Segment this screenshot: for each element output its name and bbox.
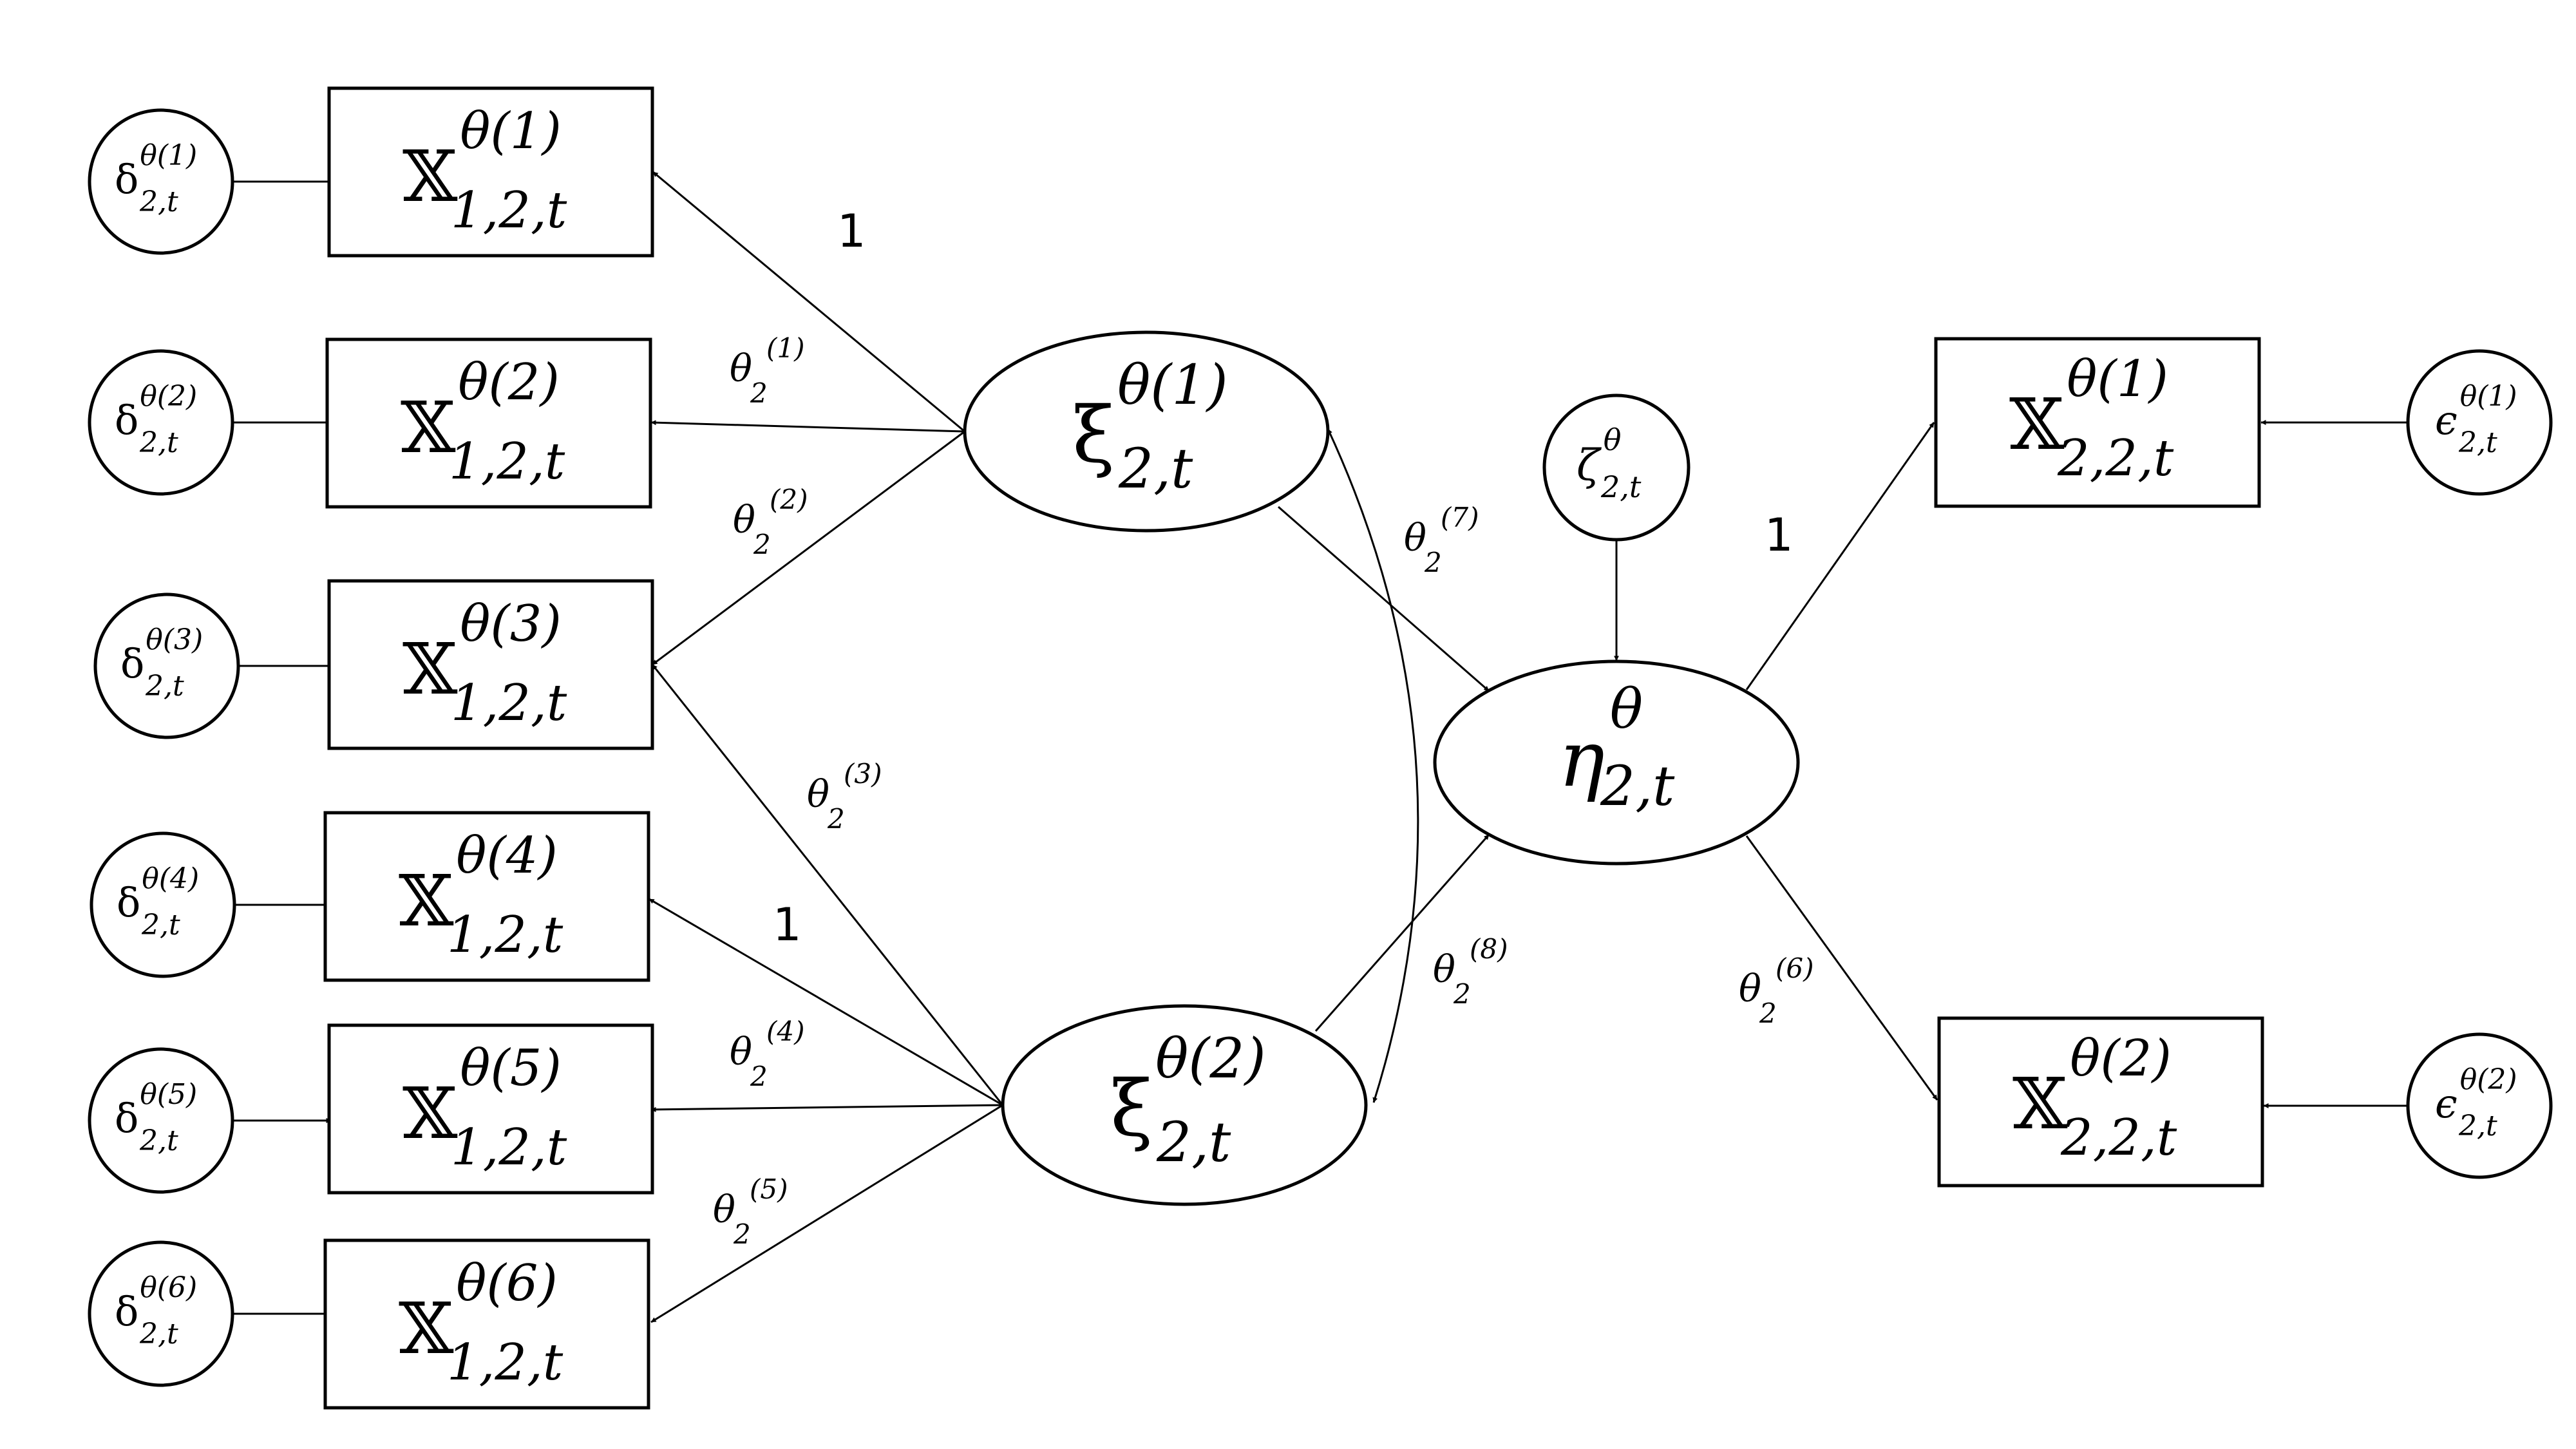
error-eps2-label: ϵθ(2)2,t	[2435, 1063, 2517, 1142]
latent-xi2-label: ξθ(2)2,t	[1110, 1027, 1266, 1175]
indicator-x3-label: 𝕏θ(3)1,2,t	[402, 595, 567, 732]
loading-label-xi1-x1: 1	[837, 205, 866, 258]
indicator-x1-label: 𝕏θ(1)1,2,t	[402, 102, 567, 240]
error-delta3-label: δθ(3)2,t	[120, 623, 203, 703]
error-delta1-label: δθ(1)2,t	[115, 139, 197, 218]
loading-label-eta-y1: 1	[1765, 509, 1794, 562]
loading-label-xi2-x4: 1	[773, 898, 802, 951]
covariance-xi1-xi2	[1327, 428, 1419, 1103]
error-delta5-circle	[88, 1047, 234, 1194]
arrow-xi2-to-x4	[649, 898, 1003, 1106]
arrow-xi1-to-x2	[650, 420, 965, 433]
indicator-y2-box	[1937, 1016, 2264, 1188]
latent-eta-ellipse	[1433, 659, 1800, 866]
error-delta1-circle	[88, 108, 234, 255]
edges	[234, 171, 2408, 1323]
error-delta4-label: δθ(4)2,t	[117, 862, 199, 942]
indicator-y1-label: 𝕏θ(1)2,2,t	[2009, 350, 2174, 488]
indicator-x5-label: 𝕏θ(5)1,2,t	[402, 1039, 567, 1177]
error-delta2-label: δθ(2)2,t	[115, 380, 197, 459]
latent-xi2-ellipse	[1001, 1004, 1368, 1206]
arrow-xi1-to-eta	[1278, 506, 1490, 692]
indicator-x2-box	[325, 337, 652, 509]
indicator-y1-box	[1934, 337, 2261, 508]
indicator-y2-label: 𝕏θ(2)2,2,t	[2012, 1030, 2177, 1167]
nodes	[88, 86, 2553, 1410]
indicator-x1-box	[327, 86, 654, 258]
indicator-x5-box	[327, 1023, 654, 1195]
indicator-x4-box	[323, 811, 650, 982]
arrow-eta-to-y2	[1745, 835, 1938, 1101]
arrow-xi1-to-x1	[652, 171, 965, 433]
indicator-x6-label: 𝕏θ(6)1,2,t	[399, 1255, 564, 1392]
arrow-eta-to-y1	[1745, 422, 1935, 690]
latent-xi1-label: ξθ(1)2,t	[1072, 354, 1228, 501]
arrow-xi2-to-x3	[651, 664, 1004, 1106]
node-labels: 𝕏θ(1)1,2,t 𝕏θ(2)1,2,t 𝕏θ(3)1,2,t 𝕏θ(4)1,…	[115, 102, 2517, 1392]
arrow-xi2-to-x5	[650, 1104, 1003, 1112]
arrow-xi2-to-x6	[650, 1104, 1003, 1323]
disturbance-zeta-circle	[1542, 393, 1690, 542]
error-eps1-circle	[2406, 349, 2553, 496]
indicator-x4-label: 𝕏θ(4)1,2,t	[399, 827, 564, 964]
error-delta5-label: δθ(5)2,t	[115, 1078, 197, 1157]
error-delta6-circle	[88, 1240, 234, 1387]
error-delta3-circle	[93, 592, 240, 739]
arrow-xi2-to-eta	[1314, 834, 1490, 1032]
error-eps1-label: ϵθ(1)2,t	[2435, 380, 2517, 459]
arrow-xi1-to-x3	[652, 430, 965, 666]
error-delta6-label: δθ(6)2,t	[115, 1271, 197, 1350]
error-delta2-circle	[88, 349, 234, 496]
error-delta4-circle	[90, 831, 236, 978]
indicator-x6-box	[323, 1238, 650, 1410]
latent-xi1-ellipse	[963, 330, 1330, 533]
indicator-x3-box	[327, 579, 654, 750]
error-eps2-circle	[2406, 1032, 2553, 1179]
indicator-x2-label: 𝕏θ(2)1,2,t	[401, 354, 565, 491]
